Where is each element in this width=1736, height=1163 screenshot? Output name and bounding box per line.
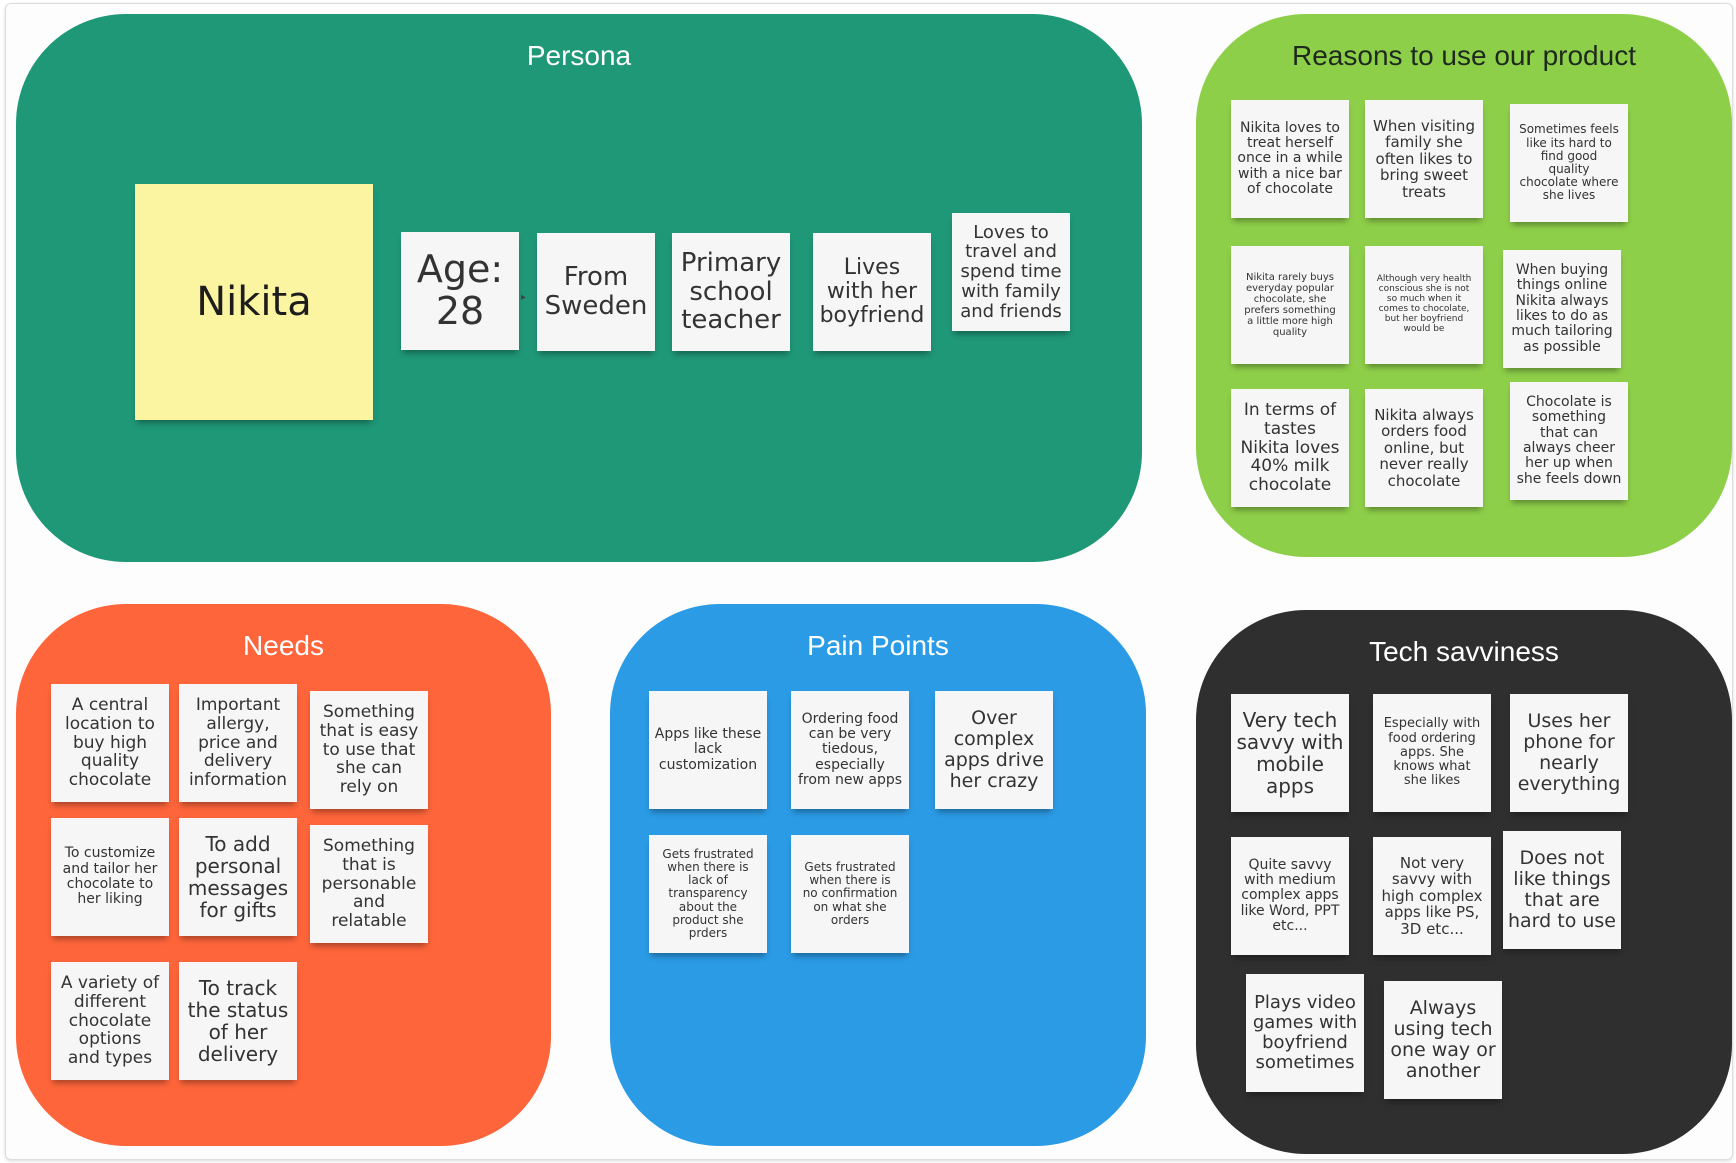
needs-note-2[interactable]: Important allergy, price and delivery in… [179, 684, 297, 802]
persona-age-note[interactable]: Age: 28 [401, 232, 519, 350]
reason-note-8[interactable]: Nikita always orders food online, but ne… [1365, 389, 1483, 507]
tech-note-6[interactable]: Does not like things that are hard to us… [1503, 831, 1621, 949]
reason-note-1[interactable]: Nikita loves to treat herself once in a … [1231, 100, 1349, 218]
tech-note-2[interactable]: Especially with food ordering apps. She … [1373, 694, 1491, 812]
needs-panel[interactable]: Needs A central location to buy high qua… [16, 604, 551, 1146]
needs-title: Needs [243, 630, 324, 661]
whiteboard-canvas: Persona Nikita Age: 28 ▸ From Sweden Pri… [5, 3, 1733, 1160]
pain-points-panel[interactable]: Pain Points Apps like these lack customi… [610, 604, 1146, 1146]
connector-arrow: ▸ [521, 292, 527, 303]
persona-living-note[interactable]: Lives with her boyfriend [813, 233, 931, 351]
reason-note-6[interactable]: When buying things online Nikita always … [1503, 250, 1621, 368]
persona-hobby-note[interactable]: Loves to travel and spend time with fami… [952, 213, 1070, 331]
tech-note-5[interactable]: Not very savvy with high complex apps li… [1373, 837, 1491, 955]
needs-note-7[interactable]: A variety of different chocolate options… [51, 962, 169, 1080]
tech-note-7[interactable]: Plays video games with boyfriend sometim… [1246, 974, 1364, 1092]
pain-note-4[interactable]: Gets frustrated when there is lack of tr… [649, 835, 767, 953]
needs-note-5[interactable]: To add personal messages for gifts [179, 818, 297, 936]
pain-note-5[interactable]: Gets frustrated when there is no confirm… [791, 835, 909, 953]
needs-note-3[interactable]: Something that is easy to use that she c… [310, 691, 428, 809]
needs-note-1[interactable]: A central location to buy high quality c… [51, 684, 169, 802]
reasons-title: Reasons to use our product [1292, 40, 1636, 71]
needs-note-6[interactable]: Something that is personable and relatab… [310, 825, 428, 943]
pain-note-2[interactable]: Ordering food can be very tiedous, espec… [791, 691, 909, 809]
reason-note-3[interactable]: Sometimes feels like its hard to find go… [1510, 104, 1628, 222]
persona-name-note[interactable]: Nikita [135, 184, 373, 420]
tech-note-4[interactable]: Quite savvy with medium complex apps lik… [1231, 837, 1349, 955]
reason-note-9[interactable]: Chocolate is something that can always c… [1510, 382, 1628, 500]
reason-note-5[interactable]: Although very health conscious she is no… [1365, 246, 1483, 364]
reason-note-7[interactable]: In terms of tastes Nikita loves 40% milk… [1231, 389, 1349, 507]
persona-title: Persona [526, 40, 632, 71]
tech-savviness-panel[interactable]: Tech savviness Very tech savvy with mobi… [1196, 610, 1732, 1154]
persona-origin-note[interactable]: From Sweden [537, 233, 655, 351]
tech-savviness-title: Tech savviness [1369, 636, 1559, 667]
reason-note-4[interactable]: Nikita rarely buys everyday popular choc… [1231, 246, 1349, 364]
needs-note-8[interactable]: To track the status of her delivery [179, 962, 297, 1080]
tech-note-3[interactable]: Uses her phone for nearly everything [1510, 694, 1628, 812]
persona-job-note[interactable]: Primary school teacher [672, 233, 790, 351]
tech-note-1[interactable]: Very tech savvy with mobile apps [1231, 694, 1349, 812]
pain-points-title: Pain Points [807, 630, 949, 661]
reasons-panel[interactable]: Reasons to use our product Nikita loves … [1196, 14, 1732, 557]
pain-note-3[interactable]: Over complex apps drive her crazy [935, 691, 1053, 809]
pain-note-1[interactable]: Apps like these lack customization [649, 691, 767, 809]
tech-note-8[interactable]: Always using tech one way or another [1384, 981, 1502, 1099]
needs-note-4[interactable]: To customize and tailor her chocolate to… [51, 818, 169, 936]
persona-panel[interactable]: Persona Nikita Age: 28 ▸ From Sweden Pri… [16, 14, 1142, 562]
reason-note-2[interactable]: When visiting family she often likes to … [1365, 100, 1483, 218]
